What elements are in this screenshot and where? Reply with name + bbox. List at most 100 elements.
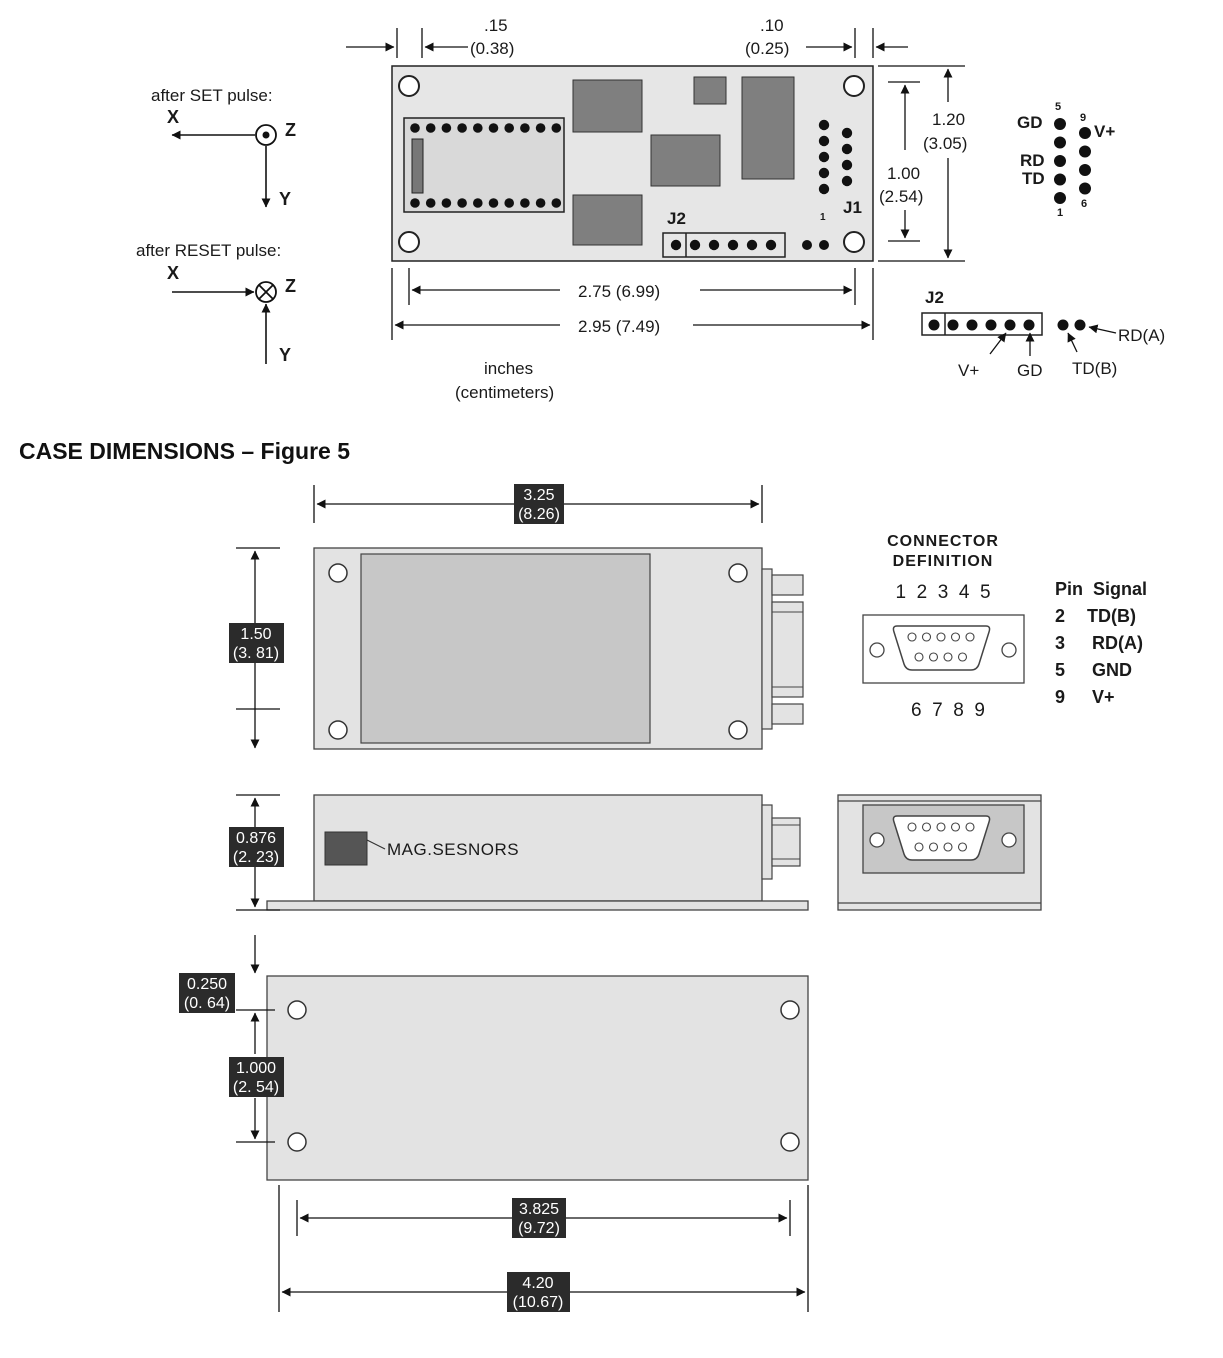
db9-connector-icon	[862, 614, 1025, 684]
pin-dot	[957, 842, 968, 852]
dim-0250-inches: 0.250	[187, 976, 227, 993]
mount-hole-icon	[398, 231, 420, 253]
j2-pinout: J2 RD(A) TD(B) V+ GD	[921, 288, 1165, 380]
pin-dot	[410, 198, 420, 208]
pin-dot	[936, 632, 946, 642]
pinout-gd: GD	[1017, 113, 1043, 132]
pin-dot	[818, 183, 830, 195]
pin-dot	[928, 319, 940, 331]
pin-dot	[425, 198, 436, 208]
pin-dot	[985, 319, 997, 331]
dim-box-3825: 3.825 (9.72)	[512, 1198, 566, 1238]
dim-100-cm: (2.54)	[879, 187, 923, 206]
pin-dot	[928, 652, 939, 662]
pin-dot	[1079, 145, 1091, 158]
mount-hole-icon	[287, 1000, 307, 1020]
pin-dot	[457, 198, 467, 208]
mag-sensors-label: MAG.SESNORS	[387, 840, 519, 859]
reset-pulse-label: after RESET pulse:	[136, 241, 281, 260]
dimension-275: 2.75 (6.99)	[408, 268, 856, 305]
dimension-015: .15 (0.38)	[346, 16, 514, 58]
mount-hole-icon	[398, 75, 420, 97]
pin-dot	[818, 167, 830, 179]
dim-420-inches: 4.20	[522, 1275, 553, 1292]
pin-dot	[966, 319, 978, 331]
j1-pinout: 5 9 1 6 GD V+ RD TD	[1017, 101, 1115, 219]
dimension-120: 1.20 (3.05)	[878, 65, 967, 262]
j2-rda: RD(A)	[1118, 326, 1165, 345]
dim-box-325: 3.25 (8.26)	[514, 484, 564, 524]
dimension-295: 2.95 (7.49)	[391, 268, 874, 340]
pin-table-pin: 5	[1055, 660, 1065, 680]
chip-icon	[572, 194, 643, 246]
pin-dot	[818, 151, 830, 163]
pin-dot	[551, 198, 562, 208]
mount-hole-icon	[780, 1132, 800, 1152]
connector-pins-top: 1 2 3 4 5	[895, 582, 990, 603]
pin-dot	[841, 143, 853, 155]
mount-hole-icon	[328, 720, 348, 740]
pin-table-header: Pin Signal	[1055, 579, 1147, 599]
pin-dot	[441, 123, 452, 133]
dim-0876-inches: 0.876	[236, 830, 276, 847]
pin-dot	[410, 123, 420, 133]
j1-label: J1	[843, 198, 862, 217]
dim-120-cm: (3.05)	[923, 134, 967, 153]
pinout-pin-6-label: 6	[1081, 198, 1087, 210]
set-axis-y: Y	[279, 189, 291, 209]
pin-dot	[457, 123, 467, 133]
pin-dot	[1079, 182, 1091, 195]
pin-dot	[520, 198, 530, 208]
dim-box-0250: 0.250 (0. 64)	[179, 973, 235, 1013]
reset-axis-z: Z	[285, 276, 296, 296]
pin-dot	[1054, 155, 1066, 167]
units-inches: inches	[484, 359, 533, 378]
db9-side-connector	[761, 568, 804, 730]
pin-dot	[535, 198, 546, 208]
pin-dot	[765, 239, 777, 251]
pin-dot	[928, 842, 939, 852]
z-out-of-page-icon	[255, 124, 277, 146]
pin-dot	[1054, 118, 1066, 130]
dimension-010: .10 (0.25)	[745, 16, 908, 58]
connector-title-line2: DEFINITION	[893, 553, 994, 570]
case-bottom-view	[236, 935, 809, 1312]
pin-dot	[1004, 319, 1016, 331]
dim-015-cm: (0.38)	[470, 39, 514, 58]
pin-dot	[670, 239, 682, 251]
connector-pins-bottom: 6 7 8 9	[911, 700, 985, 721]
dim-100-inches: 1.00	[887, 164, 920, 183]
pin-dot	[950, 632, 961, 642]
dip-chip-icon	[403, 117, 565, 213]
dim-150-inches: 1.50	[240, 626, 271, 643]
j2-header	[662, 232, 786, 258]
mount-hole-icon	[287, 1132, 307, 1152]
case-end-view	[837, 794, 1042, 911]
dim-010-cm: (0.25)	[745, 39, 789, 58]
dimension-100: 1.00 (2.54)	[879, 81, 923, 242]
dim-420-cm: (10.67)	[513, 1294, 564, 1311]
dim-3825-cm: (9.72)	[518, 1220, 560, 1237]
pin-dot	[818, 119, 830, 131]
j2-label: J2	[667, 209, 686, 228]
pin-dot	[943, 652, 953, 662]
chip-icon	[650, 134, 721, 187]
pin-dot	[841, 175, 853, 187]
connector-definition: CONNECTOR DEFINITION 1 2 3 4 5 6 7 8 9	[862, 533, 1025, 721]
chip-icon	[741, 76, 795, 180]
pinout-vplus: V+	[1094, 122, 1115, 141]
reset-axis-y: Y	[279, 345, 291, 365]
pin-dot	[943, 842, 953, 852]
units-centimeters: (centimeters)	[455, 383, 554, 402]
dim-0876-cm: (2. 23)	[233, 849, 279, 866]
pinout-pin-1-label: 1	[1057, 207, 1063, 219]
dim-1000-inches: 1.000	[236, 1060, 276, 1077]
pin-dot	[488, 123, 499, 133]
dim-0250-cm: (0. 64)	[184, 995, 230, 1012]
j2-pinout-label: J2	[925, 288, 944, 307]
j2-tdb: TD(B)	[1072, 359, 1117, 378]
pin-dot	[914, 652, 924, 662]
pin-dot	[520, 123, 530, 133]
dim-015-inches: .15	[484, 16, 508, 35]
dim-box-1000: 1.000 (2. 54)	[229, 1057, 284, 1097]
